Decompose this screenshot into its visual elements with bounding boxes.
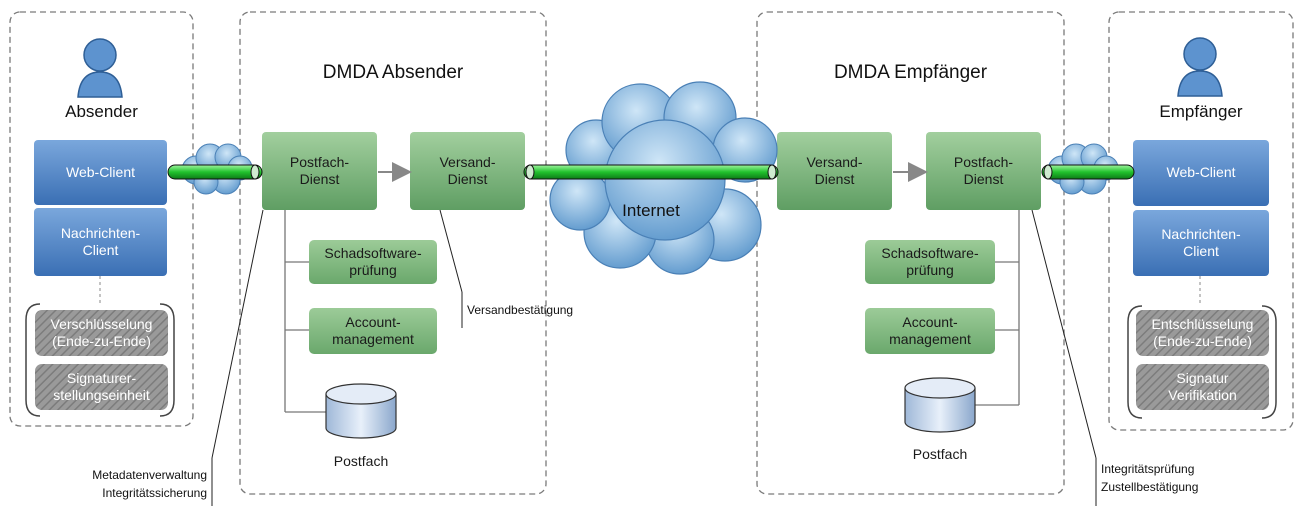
sender-notes-leader [211,209,264,459]
receiver-malware-box [865,240,995,284]
sender-web-client-box [34,140,167,205]
sender-container [9,11,194,427]
receiver-tree-connector [975,210,1020,406]
sender-signature-box [35,364,168,410]
sender-signature-label: Signaturer-stellungseinheit [53,369,150,404]
receiver-notes-leader [1031,209,1097,459]
sender-encryption-box [35,310,168,356]
receiver-message-client-label: Nachrichten-Client [1161,225,1241,260]
sender-tree-connector [284,210,326,413]
sender-malware-box [309,240,437,284]
sender-mailbox-service-label: Postfach-Dienst [289,153,350,188]
sender-account-label: Account-management [332,313,414,348]
sender-web-client-label: Web-Client [66,163,135,180]
pipe-receiver-right [1041,164,1135,180]
receiver-mailbox-store-icon [904,377,976,433]
dmda-receiver-title: DMDA Empfänger [833,62,988,83]
sender-mailbox-store-label: Postfach [333,453,389,469]
sender-encryption-label: Verschlüsselung(Ende-zu-Ende) [50,315,153,350]
receiver-web-client-box [1133,140,1269,206]
receiver-mailbox-service-label: Postfach-Dienst [953,153,1014,188]
dmda-sender-title: DMDA Absender [322,62,464,83]
sender-mailbox-service-box [262,132,377,210]
receiver-dispatch-service-label: Versand-Dienst [806,153,863,188]
pipe-sender-left [167,164,263,180]
pipe-internet [523,164,779,180]
internet-label: Internet [622,201,680,220]
receiver-web-client-label: Web-Client [1166,164,1236,181]
sender-malware-label: Schadsoftware-prüfung [324,244,422,279]
receiver-mailbox-store-label: Postfach [912,446,968,462]
receiver-verification-box [1136,364,1269,410]
dispatch-confirmation-note: Versandbestätigung [467,303,574,317]
sender-message-client-label: Nachrichten-Client [60,224,141,259]
receiver-account-label: Account-management [889,313,971,348]
sender-message-client-box [34,208,167,276]
receiver-decryption-box [1136,310,1269,356]
sender-dispatch-service-box [410,132,525,210]
receiver-decryption-label: Entschlüsselung(Ende-zu-Ende) [1151,315,1254,350]
internet-cloud-icon [549,81,778,275]
receiver-account-box [865,308,995,354]
receiver-container [1108,11,1294,431]
sender-title: Absender [65,102,138,121]
receiver-mailbox-service-box [926,132,1041,210]
sender-user-icon [77,38,123,98]
sender-dispatch-service-label: Versand-Dienst [439,153,496,188]
receiver-dispatch-service-box [777,132,892,210]
dmda-sender-container [239,11,547,495]
receiver-user-icon [1177,37,1223,97]
receiver-malware-label: Schadsoftware-prüfung [881,244,979,279]
sender-mailbox-store-icon [325,383,397,439]
dmda-receiver-container [756,11,1065,495]
dispatch-confirmation-leader [439,209,463,293]
receiver-title: Empfänger [1159,102,1243,121]
sender-account-box [309,308,437,354]
receiver-message-client-box [1133,210,1269,276]
